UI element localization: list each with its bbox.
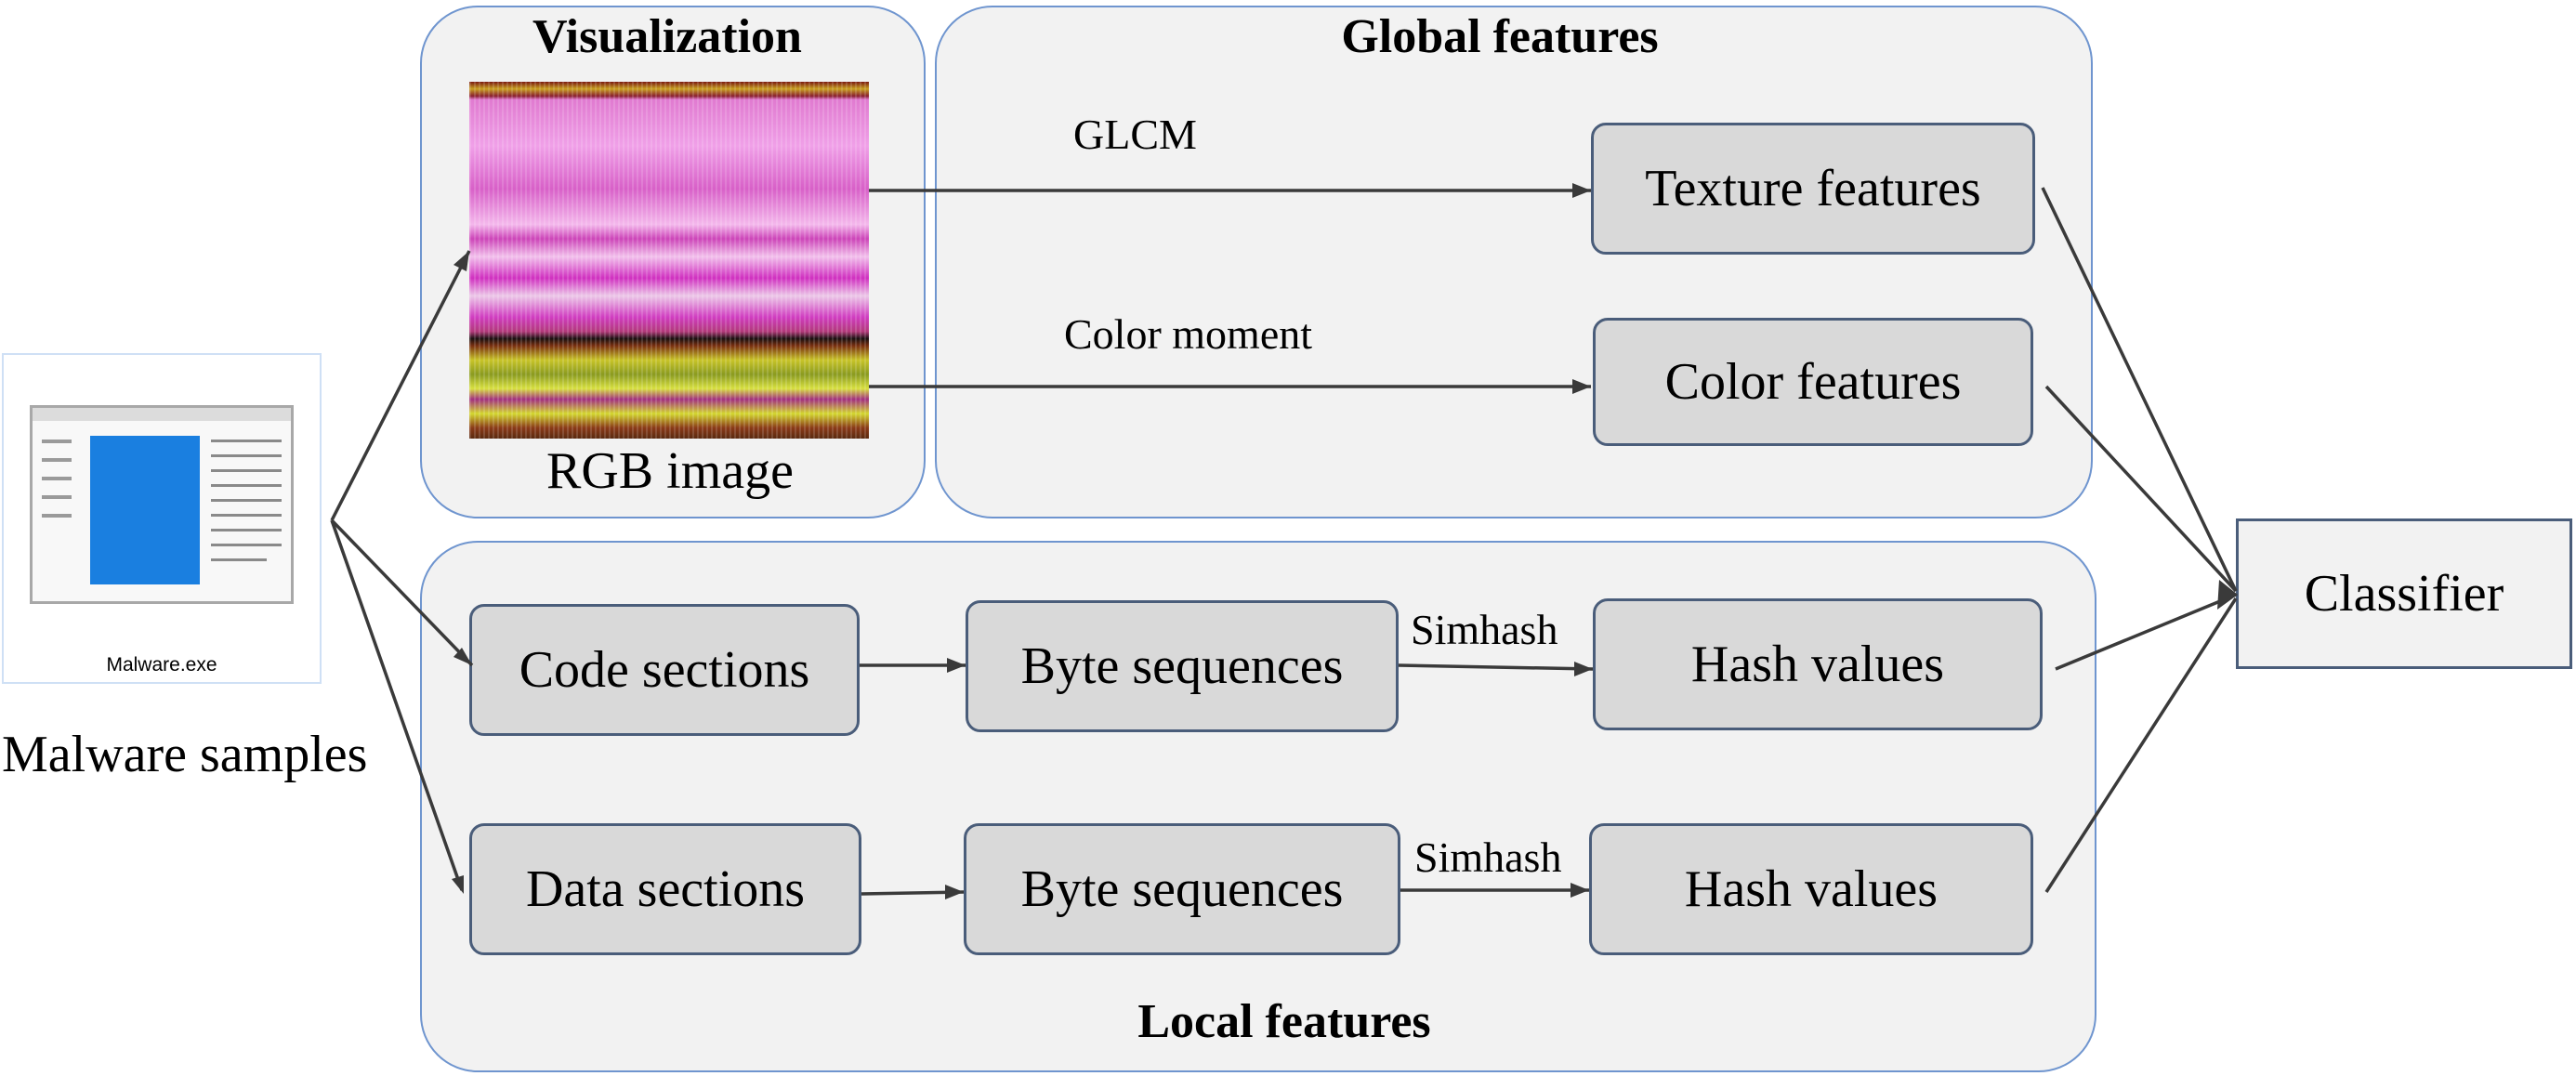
malware-file-icon: Malware.exe — [2, 353, 322, 684]
arrow-byte-to-hash-1 — [1398, 663, 1594, 671]
arrow-to-visualization — [330, 250, 471, 521]
arrow-color-to-classifier — [2044, 385, 2238, 593]
hash-values-box-2: Hash values — [1589, 823, 2033, 955]
arrow-to-code-sections — [330, 518, 474, 667]
arrowhead-code-to-byte — [947, 658, 966, 673]
arrow-hash2-to-classifier — [2044, 597, 2238, 893]
glcm-label: GLCM — [1073, 111, 1197, 158]
arrowhead-data-sections — [452, 875, 464, 894]
arrow-to-data-sections — [330, 519, 464, 891]
visualization-title: Visualization — [532, 10, 802, 63]
data-sections-box: Data sections — [469, 823, 861, 955]
color-moment-label: Color moment — [1064, 310, 1313, 358]
arrow-hash1-to-classifier — [2055, 593, 2237, 671]
malware-samples-caption: Malware samples — [2, 726, 368, 783]
simhash-label-1: Simhash — [1411, 606, 1558, 653]
rgb-image-caption: RGB image — [546, 442, 794, 500]
texture-features-box: Texture features — [1591, 123, 2035, 255]
hash-values-box-1: Hash values — [1593, 598, 2043, 730]
arrowhead-byte-to-hash-1 — [1574, 662, 1593, 676]
color-features-box: Color features — [1593, 318, 2033, 446]
malware-file-name: Malware.exe — [106, 654, 217, 676]
arrowhead-visualization — [453, 251, 469, 271]
window-frame-icon — [30, 405, 294, 604]
arrowhead-classifier — [2217, 580, 2238, 610]
rgb-image — [469, 82, 869, 439]
global-features-title: Global features — [1341, 10, 1659, 63]
simhash-label-2: Simhash — [1414, 833, 1562, 881]
byte-sequences-box-1: Byte sequences — [966, 600, 1399, 732]
byte-sequences-box-2: Byte sequences — [964, 823, 1400, 955]
classifier-box: Classifier — [2236, 518, 2572, 669]
document-preview-icon — [90, 436, 200, 584]
local-features-title: Local features — [1137, 995, 1431, 1048]
code-sections-box: Code sections — [469, 604, 860, 736]
arrowhead-color-moment — [1572, 379, 1591, 394]
arrow-texture-to-classifier — [2041, 187, 2238, 592]
arrowhead-data-to-byte — [945, 885, 964, 899]
arrowhead-glcm — [1572, 183, 1591, 198]
arrowhead-byte-to-hash-2 — [1571, 883, 1589, 898]
arrowhead-code-sections — [453, 648, 472, 665]
